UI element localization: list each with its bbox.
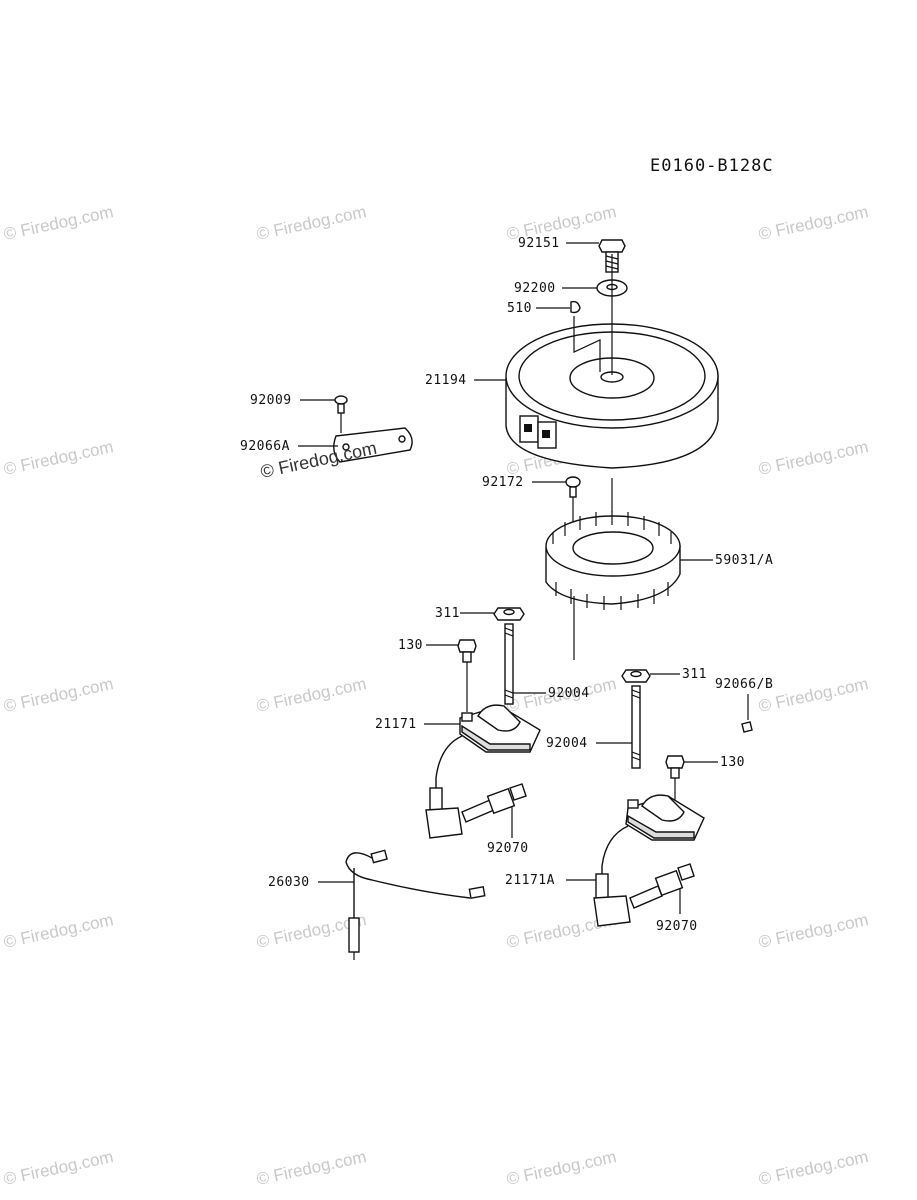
watermark: © Firedog.com: [757, 910, 870, 952]
part-59031A-stator[interactable]: [545, 511, 681, 660]
part-21171A-ignition-coil[interactable]: [593, 794, 705, 927]
part-92004-stud-left[interactable]: [504, 623, 514, 705]
label-92070-right: 92070: [656, 919, 698, 934]
part-130-bolt-left[interactable]: [457, 639, 477, 663]
label-311-left: 311: [435, 606, 460, 621]
label-92004-right: 92004: [546, 736, 588, 751]
label-21171: 21171: [375, 717, 417, 732]
label-92009: 92009: [250, 393, 292, 408]
label-92151: 92151: [518, 236, 560, 251]
label-92066A: 92066A: [240, 439, 290, 454]
watermark: © Firedog.com: [2, 202, 115, 244]
label-59031A: 59031/A: [715, 553, 773, 568]
label-130-left: 130: [398, 638, 423, 653]
watermark: © Firedog.com: [2, 674, 115, 716]
part-510-key[interactable]: [570, 300, 581, 314]
label-21194: 21194: [425, 373, 467, 388]
part-26030-wire-harness[interactable]: [345, 849, 486, 960]
part-92004-stud-right[interactable]: [631, 685, 641, 769]
diagram-code: E0160-B128C: [650, 156, 774, 176]
watermark: © Firedog.com: [757, 437, 870, 479]
label-92066B: 92066/B: [715, 677, 773, 692]
part-92151-bolt[interactable]: [598, 239, 626, 273]
watermark: © Firedog.com: [255, 674, 368, 716]
label-92200: 92200: [514, 281, 556, 296]
part-130-bolt-right[interactable]: [665, 755, 685, 779]
part-92066B-clip[interactable]: [741, 721, 753, 733]
watermark: © Firedog.com: [2, 1147, 115, 1189]
label-26030: 26030: [268, 875, 310, 890]
label-92070-left: 92070: [487, 841, 529, 856]
watermark: © Firedog.com: [505, 1147, 618, 1189]
label-21171A: 21171A: [505, 873, 555, 888]
label-92004-left: 92004: [548, 686, 590, 701]
watermarks: © Firedog.com © Firedog.com © Firedog.co…: [2, 202, 870, 1189]
part-92070-sparkplug-left[interactable]: [461, 783, 527, 823]
label-130-right: 130: [720, 755, 745, 770]
watermark: © Firedog.com: [2, 910, 115, 952]
watermark: © Firedog.com: [255, 1147, 368, 1189]
watermark: © Firedog.com: [757, 674, 870, 716]
part-21171-ignition-coil[interactable]: [425, 704, 541, 839]
label-510: 510: [507, 301, 532, 316]
watermark: © Firedog.com: [255, 202, 368, 244]
part-311-nut-right[interactable]: [621, 669, 651, 683]
part-92009-screw[interactable]: [334, 395, 348, 414]
watermark: © Firedog.com: [757, 202, 870, 244]
label-92172: 92172: [482, 475, 524, 490]
part-311-nut-left[interactable]: [493, 607, 525, 621]
watermark: © Firedog.com: [2, 437, 115, 479]
watermark: © Firedog.com: [757, 1147, 870, 1189]
label-311-right: 311: [682, 667, 707, 682]
part-92172-screw[interactable]: [565, 476, 581, 498]
part-92070-sparkplug-right[interactable]: [629, 863, 695, 909]
